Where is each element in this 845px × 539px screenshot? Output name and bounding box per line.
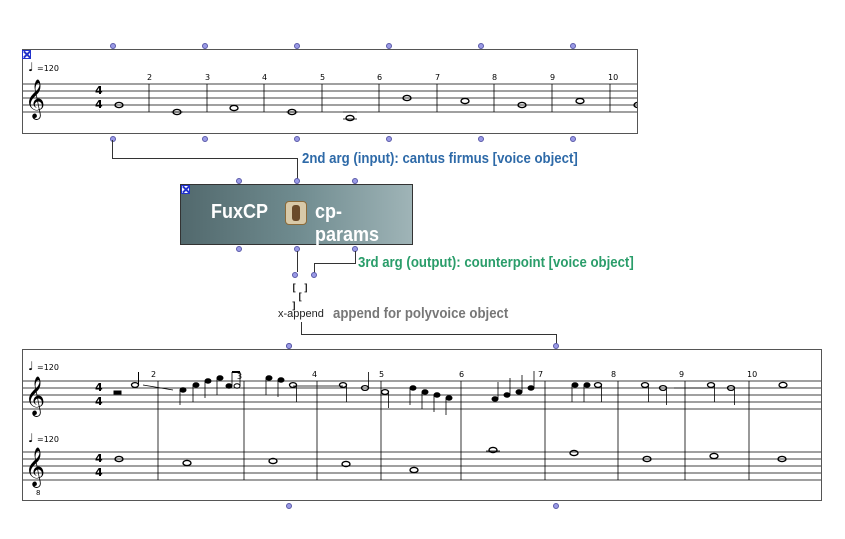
tempo-note-icon: ♩ — [28, 60, 34, 74]
inlet[interactable] — [553, 343, 559, 349]
patch-connection[interactable] — [112, 140, 113, 158]
measure-numbers: 2 3 4 5 6 7 8 9 10 — [147, 73, 618, 82]
fuxcp-name: FuxCP — [211, 201, 269, 223]
staff2-lines — [23, 451, 821, 481]
time-sig-bottom: 4 — [95, 466, 103, 479]
fuxcp-box[interactable]: FuxCP cp-params — [180, 184, 413, 246]
svg-text:6: 6 — [459, 370, 464, 379]
time-sig-top: 4 — [95, 452, 103, 465]
staff-lines — [23, 83, 637, 113]
close-icon[interactable] — [181, 185, 190, 194]
outlet[interactable] — [553, 503, 559, 509]
time-sig-bottom: 4 — [95, 98, 103, 111]
patch-connection[interactable] — [314, 263, 315, 273]
time-sig-top: 4 — [95, 381, 103, 394]
treble-clef: 𝄞 — [25, 447, 45, 488]
svg-text:9: 9 — [679, 370, 684, 379]
outlet[interactable] — [478, 136, 484, 142]
cantus-firmus-voice-box[interactable]: 𝄞 ♩ =120 4 4 2 3 4 5 6 7 8 9 10 — [22, 49, 638, 134]
svg-text:10: 10 — [747, 370, 757, 379]
treble-clef: 𝄞 — [25, 376, 45, 417]
time-sig-top: 4 — [95, 84, 103, 97]
inlet[interactable] — [311, 272, 317, 278]
input-annotation: 2nd arg (input): cantus firmus [voice ob… — [302, 150, 578, 167]
x-append-label: x-append — [278, 308, 324, 320]
patch-connection[interactable] — [301, 322, 302, 334]
output-annotation: 3rd arg (output): counterpoint [voice ob… — [358, 254, 634, 271]
inlet[interactable] — [294, 178, 300, 184]
svg-text:4: 4 — [262, 73, 267, 82]
svg-text:6: 6 — [377, 73, 382, 82]
svg-text:7: 7 — [435, 73, 440, 82]
tempo-note-icon: ♩ — [28, 359, 34, 373]
cantus-notes — [114, 94, 637, 122]
patch-connection[interactable] — [556, 334, 557, 344]
barlines — [148, 84, 611, 112]
treble-clef: 𝄞 — [25, 79, 45, 120]
svg-text:2: 2 — [151, 370, 156, 379]
time-sig-bottom: 4 — [95, 395, 103, 408]
tempo-text: =120 — [37, 363, 59, 372]
svg-text:8: 8 — [611, 370, 616, 379]
outlet[interactable] — [236, 246, 242, 252]
svg-text:5: 5 — [379, 370, 384, 379]
patch-connection[interactable] — [314, 263, 356, 264]
svg-text:10: 10 — [608, 73, 618, 82]
patch-connection[interactable] — [112, 158, 297, 159]
tempo-note-icon: ♩ — [28, 431, 34, 445]
outlet[interactable] — [386, 136, 392, 142]
inlet[interactable] — [202, 43, 208, 49]
inlet[interactable] — [236, 178, 242, 184]
outlet[interactable] — [570, 136, 576, 142]
svg-text:2: 2 — [147, 73, 152, 82]
outlet[interactable] — [202, 136, 208, 142]
cantus-staff: 𝄞 ♩ =120 4 4 2 3 4 5 6 7 8 9 10 — [23, 60, 637, 122]
svg-text:3: 3 — [205, 73, 210, 82]
patch-connection[interactable] — [355, 251, 356, 263]
inlet[interactable] — [110, 43, 116, 49]
x-append-icon[interactable]: [ ] [ ] — [291, 283, 310, 312]
outlet[interactable] — [294, 136, 300, 142]
tempo-text: =120 — [37, 435, 59, 444]
tempo-text: =120 — [37, 64, 59, 73]
octave-marker: 8 — [36, 489, 40, 497]
svg-text:4: 4 — [312, 370, 317, 379]
inlet[interactable] — [286, 343, 292, 349]
barlines — [157, 381, 750, 480]
polyvoice-box[interactable]: 𝄞 𝄞 ♩ =120 ♩ =120 8 4 4 4 4 2 3 4 5 6 7 … — [22, 349, 822, 501]
svg-text:8: 8 — [492, 73, 497, 82]
cantus-notes — [114, 446, 787, 474]
inlet[interactable] — [570, 43, 576, 49]
measure-numbers: 2 3 4 5 6 7 8 9 10 — [151, 370, 757, 381]
inlet[interactable] — [386, 43, 392, 49]
svg-text:5: 5 — [320, 73, 325, 82]
svg-text:7: 7 — [538, 370, 543, 379]
outlet[interactable] — [286, 503, 292, 509]
cp-params-label: cp-params — [315, 201, 380, 246]
inlet[interactable] — [292, 272, 298, 278]
cp-params-icon — [285, 201, 307, 225]
patch-connection[interactable] — [297, 158, 298, 179]
inlet[interactable] — [294, 43, 300, 49]
inlet[interactable] — [478, 43, 484, 49]
note-stems — [142, 371, 735, 415]
inlet[interactable] — [352, 178, 358, 184]
svg-text:3: 3 — [237, 372, 242, 381]
patch-connection[interactable] — [301, 334, 557, 335]
append-annotation: append for polyvoice object — [333, 305, 509, 322]
outlet[interactable] — [110, 136, 116, 142]
patch-connection[interactable] — [297, 251, 298, 272]
close-icon[interactable] — [22, 50, 31, 59]
poly-staves: 𝄞 𝄞 ♩ =120 ♩ =120 8 4 4 4 4 2 3 4 5 6 7 … — [23, 359, 821, 497]
svg-text:9: 9 — [550, 73, 555, 82]
counterpoint-notes — [113, 372, 788, 402]
